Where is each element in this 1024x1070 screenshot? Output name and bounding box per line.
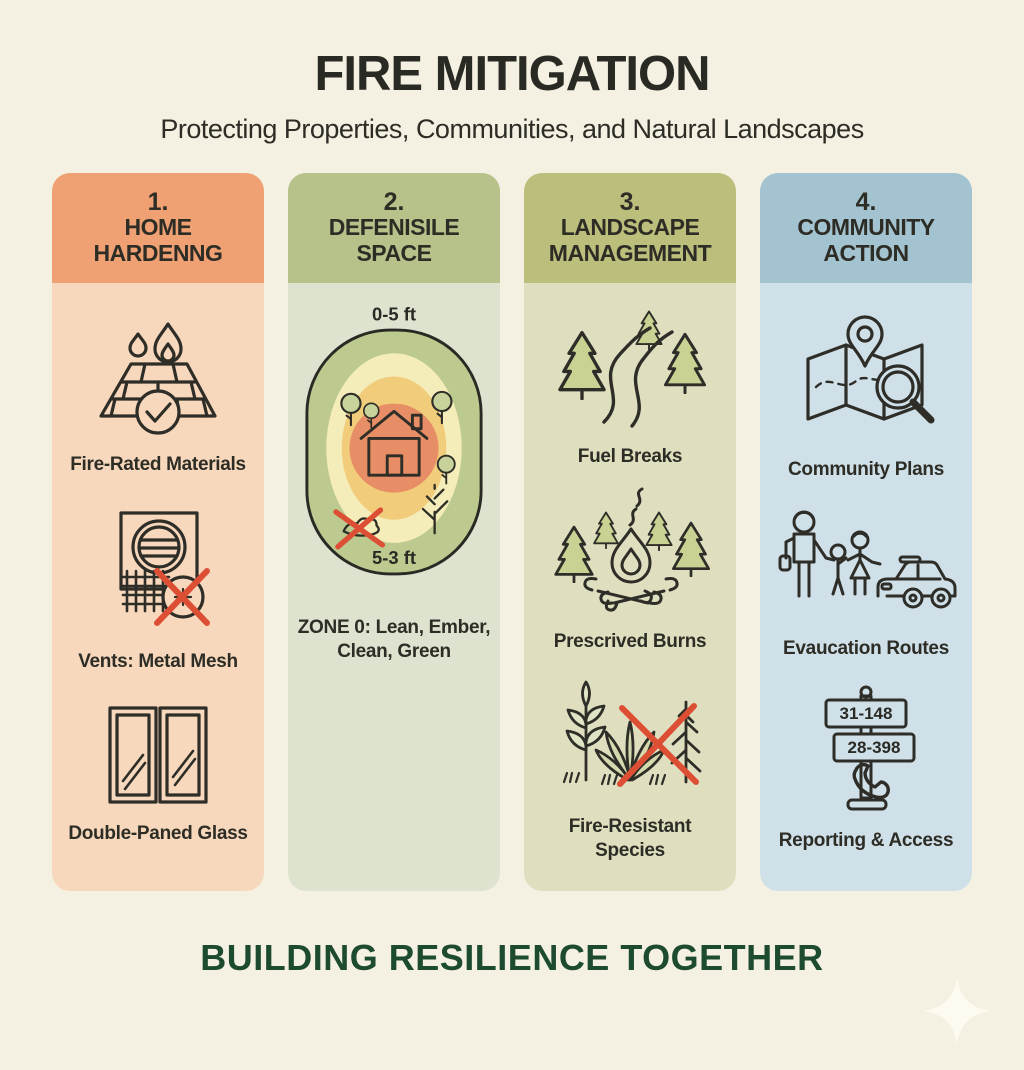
column-4-header: 4. COMMUNITY ACTION bbox=[760, 173, 972, 283]
community-map-magnifier-icon bbox=[790, 313, 942, 448]
column-4-title: COMMUNITY ACTION bbox=[797, 214, 935, 267]
list-item: Fuel Breaks bbox=[546, 304, 714, 469]
item-label: Fuel Breaks bbox=[577, 445, 683, 467]
fire-rated-wall-icon bbox=[83, 320, 233, 443]
column-community-action: 4. COMMUNITY ACTION bbox=[760, 173, 972, 891]
list-item: Community Plans bbox=[788, 313, 944, 482]
column-1-header: 1. HOME HARDENNG bbox=[52, 173, 264, 283]
list-item: Evaucation Routes bbox=[772, 504, 960, 661]
column-1-title: HOME HARDENNG bbox=[93, 214, 223, 267]
page-subtitle: Protecting Properties, Communities, and … bbox=[160, 114, 864, 144]
list-item: 31-148 28-398 Reporting & Access bbox=[778, 682, 954, 853]
sign-number-top: 31-148 bbox=[840, 704, 893, 723]
list-item: Double-Paned Glass bbox=[68, 703, 248, 846]
column-3-header: 3. LANDSCAPE MANAGEMENT bbox=[524, 173, 736, 283]
column-defensible-space: 2. DEFENISILE SPACE 0-5 ft bbox=[288, 173, 500, 891]
column-2-header: 2. DEFENISILE SPACE bbox=[288, 173, 500, 283]
prescribed-burn-campfire-icon bbox=[546, 481, 714, 620]
zone-caption: ZONE 0: Lean, Ember, Clean, Green bbox=[297, 617, 491, 662]
list-item: Fire-Resistant Species bbox=[533, 666, 728, 863]
column-3-body: Fuel Breaks bbox=[524, 283, 736, 891]
column-1-number: 1. bbox=[147, 188, 169, 217]
defensible-space-zones-diagram: 0-5 ft bbox=[297, 301, 491, 606]
column-3-title: LANDSCAPE MANAGEMENT bbox=[548, 214, 712, 267]
column-4-number: 4. bbox=[855, 188, 877, 217]
list-item: Fire-Rated Materials bbox=[70, 320, 246, 477]
item-label: Vents: Metal Mesh bbox=[78, 650, 238, 672]
item-label: Prescrived Burns bbox=[553, 630, 707, 652]
columns-container: 1. HOME HARDENNG bbox=[0, 173, 1024, 891]
item-label: Evaucation Routes bbox=[783, 637, 949, 659]
item-label: Fire-Rated Materials bbox=[70, 454, 246, 476]
column-3-number: 3. bbox=[619, 188, 641, 217]
fuel-break-path-icon bbox=[546, 304, 714, 435]
column-1-body: Fire-Rated Materials bbox=[52, 283, 264, 891]
signpost-phone-icon: 31-148 28-398 bbox=[790, 682, 942, 819]
column-landscape-management: 3. LANDSCAPE MANAGEMENT bbox=[524, 173, 736, 891]
column-2-title: DEFENISILE SPACE bbox=[328, 214, 460, 267]
item-label: Community Plans bbox=[788, 458, 944, 480]
page-title: FIRE MITIGATION bbox=[314, 47, 710, 101]
item-label: Fire-Resistant Species bbox=[568, 816, 692, 861]
item-label: Double-Paned Glass bbox=[68, 822, 248, 844]
column-home-hardening: 1. HOME HARDENNG bbox=[52, 173, 264, 891]
zone-bottom-label: 5-3 ft bbox=[372, 547, 416, 568]
vent-mesh-icon bbox=[83, 507, 233, 640]
evacuation-family-car-icon bbox=[772, 504, 960, 627]
double-paned-window-icon bbox=[85, 703, 231, 812]
sparkle-icon bbox=[924, 978, 990, 1044]
fire-resistant-plants-icon bbox=[546, 666, 714, 805]
column-4-body: Community Plans bbox=[760, 283, 972, 891]
list-item: Prescrived Burns bbox=[546, 481, 714, 654]
column-2-number: 2. bbox=[383, 188, 405, 217]
list-item: Vents: Metal Mesh bbox=[78, 507, 238, 674]
item-label: Reporting & Access bbox=[778, 830, 954, 852]
zone-top-label: 0-5 ft bbox=[372, 303, 416, 324]
sign-number-bottom: 28-398 bbox=[848, 738, 901, 757]
footer-tagline: BUILDING RESILIENCE TOGETHER bbox=[200, 937, 824, 978]
column-2-body: 0-5 ft bbox=[288, 283, 500, 891]
